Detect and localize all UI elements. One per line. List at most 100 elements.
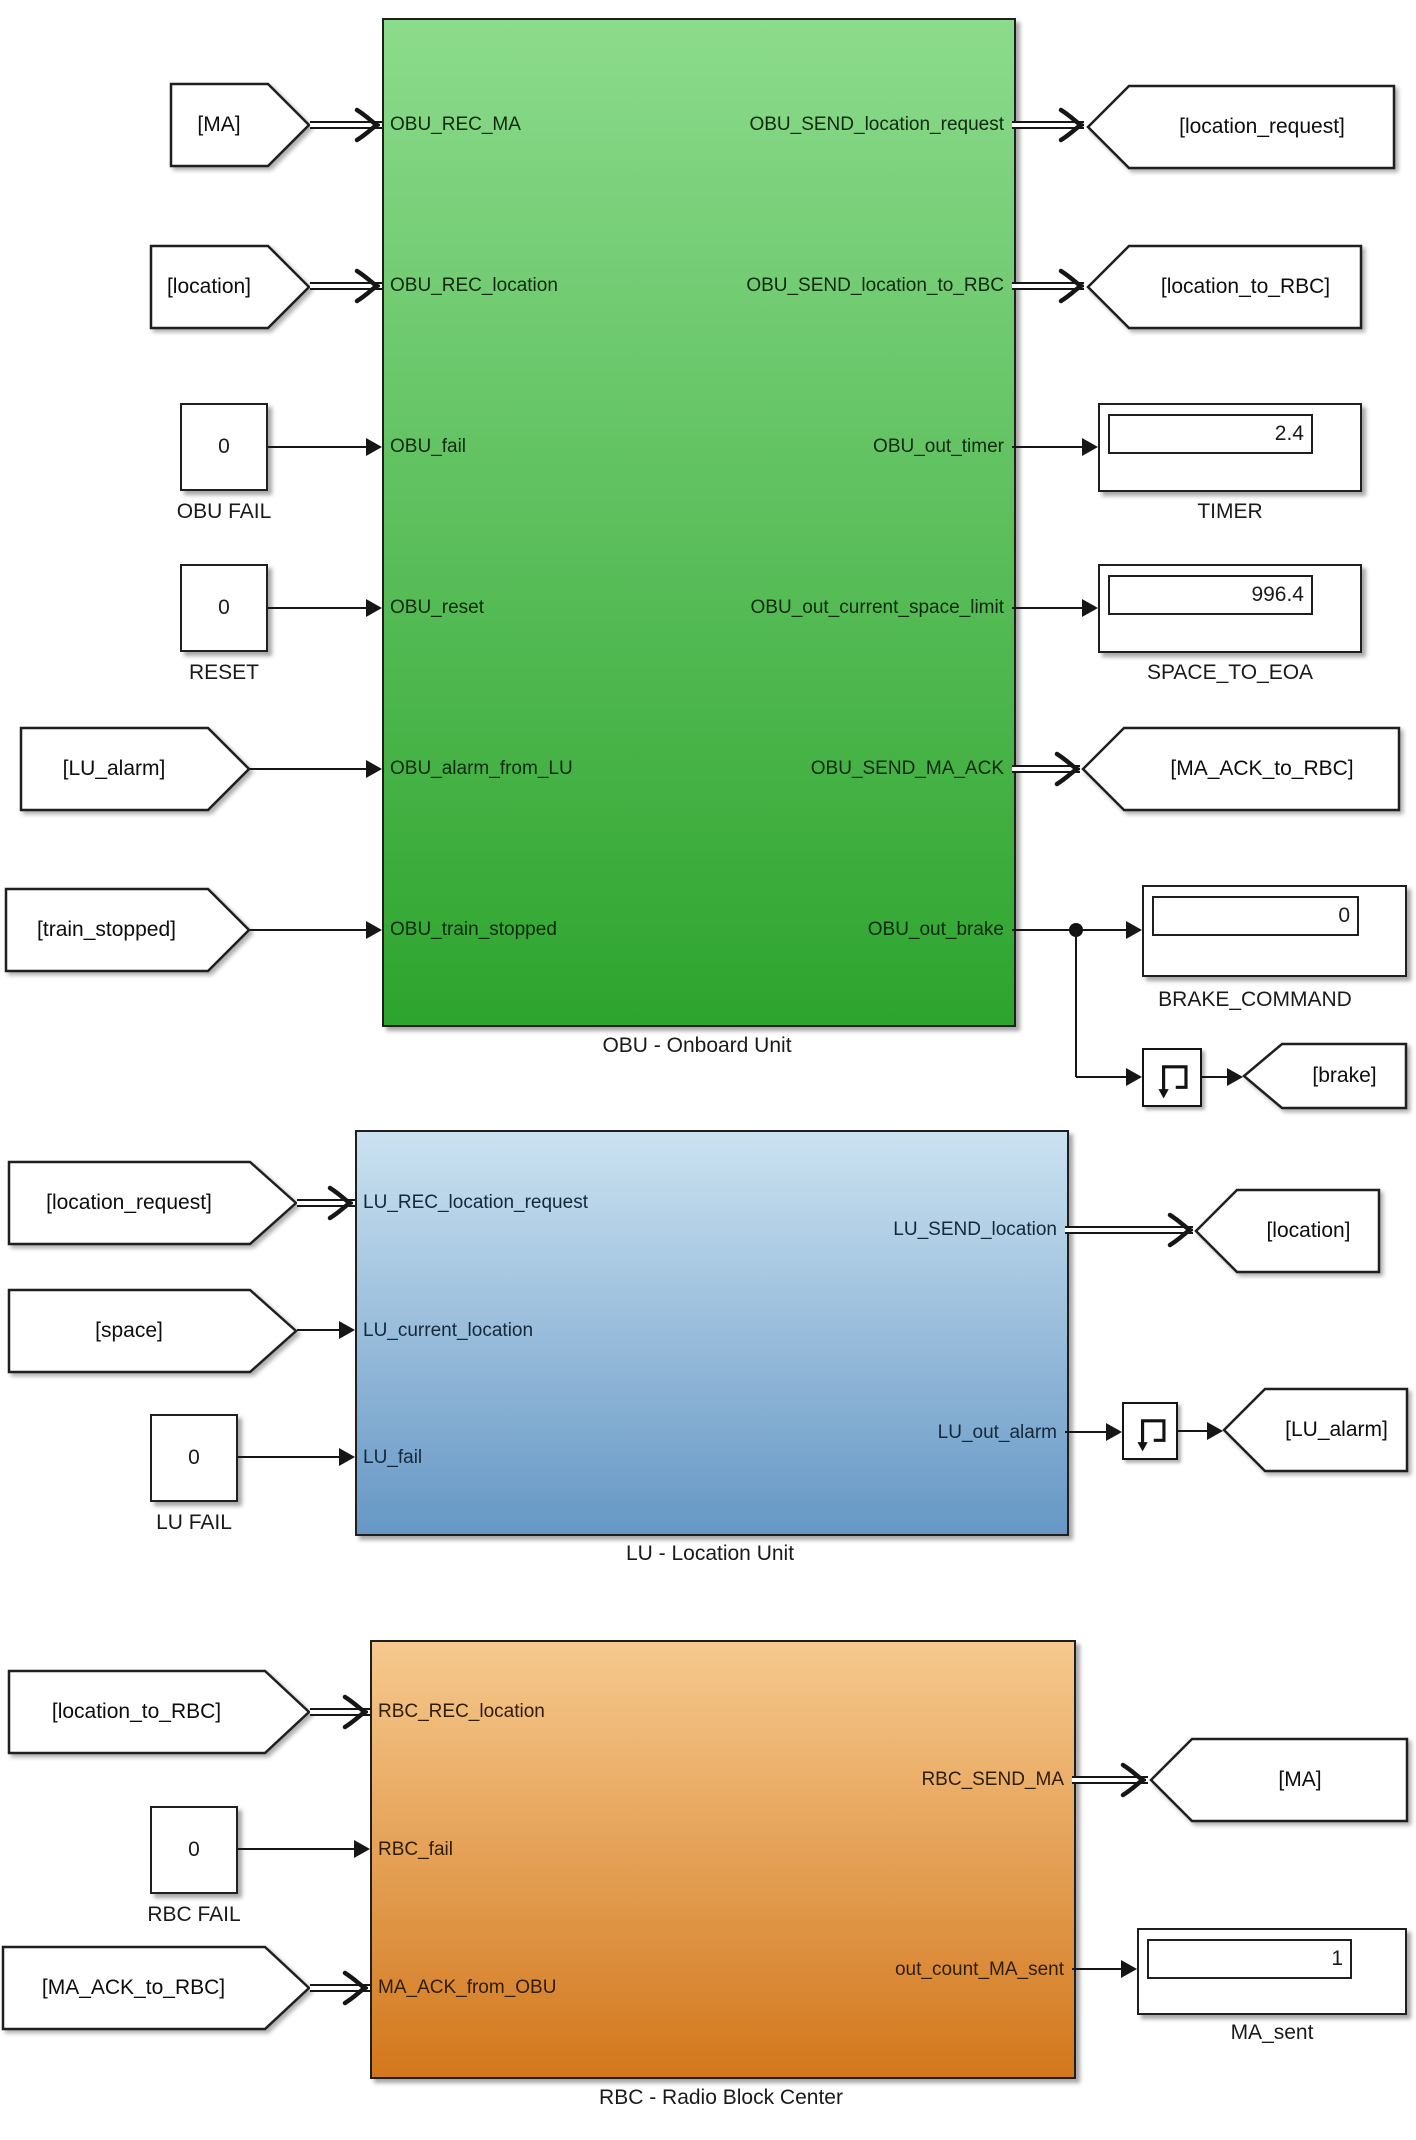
double-arrowhead-icon	[342, 1694, 371, 1730]
lu-output-port-send-location: LU_SEND_location	[893, 1219, 1057, 1240]
obu-output-port-send-location-request: OBU_SEND_location_request	[749, 114, 1004, 135]
display-space-to-eoa[interactable]: 996.4	[1098, 564, 1362, 653]
lu-input-port-current-location: LU_current_location	[363, 1320, 534, 1341]
arrowhead-icon	[1227, 1068, 1243, 1086]
double-arrowhead-icon	[342, 1970, 371, 2006]
signal-wire	[1065, 1430, 1106, 1434]
rate-transition-icon	[1158, 1065, 1188, 1099]
from-tag-lu-alarm[interactable]: [LU_alarm]	[19, 726, 251, 812]
from-tag-space[interactable]: [space]	[7, 1288, 298, 1374]
from-tag-train-stopped-label: [train_stopped]	[37, 918, 176, 941]
from-tag-ma-label: [MA]	[197, 113, 241, 136]
display-timer-caption: TIMER	[1197, 500, 1263, 523]
arrowhead-icon	[1082, 438, 1098, 456]
goto-tag-brake-label: [brake]	[1312, 1064, 1377, 1087]
signal-wire	[238, 1455, 339, 1459]
display-brake-command-value: 0	[1152, 896, 1359, 936]
signal-wire	[297, 1199, 355, 1207]
display-brake-command[interactable]: 0	[1142, 885, 1407, 977]
constant-rbc-fail-value: 0	[188, 1838, 200, 1861]
signal-wire	[1202, 1075, 1227, 1079]
signal-wire	[1012, 282, 1084, 290]
constant-obu-fail[interactable]: 0	[180, 403, 268, 491]
goto-tag-lu-alarm[interactable]: [LU_alarm]	[1222, 1387, 1409, 1473]
from-tag-location-to-rbc[interactable]: [location_to_RBC]	[7, 1669, 311, 1755]
arrowhead-icon	[1207, 1422, 1223, 1440]
goto-tag-location-request-label: [location_request]	[1179, 115, 1345, 138]
signal-wire	[310, 1984, 370, 1992]
display-ma-sent[interactable]: 1	[1137, 1928, 1407, 2015]
rate-transition-block[interactable]	[1142, 1048, 1202, 1107]
from-tag-train-stopped[interactable]: [train_stopped]	[4, 887, 251, 973]
signal-wire	[1065, 1226, 1193, 1234]
rate-transition-icon	[1137, 1419, 1166, 1452]
goto-tag-location-request[interactable]: [location_request]	[1086, 84, 1396, 170]
constant-lu-fail[interactable]: 0	[150, 1414, 238, 1502]
obu-input-port-alarm-from-lu: OBU_alarm_from_LU	[390, 758, 573, 779]
constant-rbc-fail[interactable]: 0	[150, 1806, 238, 1894]
arrowhead-icon	[366, 921, 382, 939]
signal-wire	[250, 767, 366, 771]
display-timer-value: 2.4	[1108, 414, 1313, 454]
signal-wire	[1074, 930, 1078, 1077]
obu-output-port-send-location-to-rbc: OBU_SEND_location_to_RBC	[746, 275, 1004, 296]
lu-subsystem-block[interactable]	[355, 1130, 1069, 1536]
obu-output-port-send-ma-ack: OBU_SEND_MA_ACK	[810, 758, 1004, 779]
signal-wire	[238, 1847, 354, 1851]
obu-input-port-fail: OBU_fail	[390, 436, 467, 457]
signal-wire	[268, 606, 366, 610]
goto-tag-location-to-rbc[interactable]: [location_to_RBC]	[1086, 244, 1363, 330]
from-tag-ma[interactable]: [MA]	[169, 82, 311, 168]
signal-wire	[310, 282, 382, 290]
constant-lu-fail-value: 0	[188, 1446, 200, 1469]
arrowhead-icon	[366, 760, 382, 778]
arrowhead-icon	[354, 1840, 370, 1858]
rbc-subsystem-block[interactable]	[370, 1640, 1076, 2079]
from-tag-location-request-label: [location_request]	[46, 1191, 212, 1214]
constant-obu-fail-caption: OBU FAIL	[176, 500, 272, 523]
obu-subsystem-block[interactable]	[382, 18, 1016, 1027]
signal-wire	[268, 445, 366, 449]
lu-output-port-out-alarm: LU_out_alarm	[937, 1422, 1057, 1443]
arrowhead-icon	[1121, 1960, 1137, 1978]
arrowhead-icon	[1082, 599, 1098, 617]
constant-reset[interactable]: 0	[180, 564, 268, 652]
constant-rbc-fail-caption: RBC FAIL	[147, 1903, 241, 1926]
from-tag-ma-ack-to-rbc[interactable]: [MA_ACK_to_RBC]	[1, 1945, 311, 2031]
signal-wire	[297, 1328, 339, 1332]
constant-obu-fail-value: 0	[218, 435, 230, 458]
rate-transition-block[interactable]	[1122, 1402, 1178, 1460]
from-tag-lu-alarm-label: [LU_alarm]	[62, 757, 166, 780]
signal-wire	[1012, 445, 1082, 449]
from-tag-location-request[interactable]: [location_request]	[7, 1160, 298, 1246]
rbc-output-port-send-ma: RBC_SEND_MA	[921, 1769, 1064, 1790]
constant-reset-value: 0	[218, 596, 230, 619]
goto-tag-ma[interactable]: [MA]	[1149, 1737, 1409, 1823]
display-space-to-eoa-value: 996.4	[1108, 575, 1313, 615]
display-brake-command-caption: BRAKE_COMMAND	[1158, 988, 1352, 1011]
lu-block-caption: LU - Location Unit	[625, 1542, 795, 1565]
constant-reset-caption: RESET	[188, 661, 259, 684]
double-arrowhead-icon	[354, 268, 383, 304]
from-tag-location[interactable]: [location]	[149, 244, 311, 330]
goto-tag-location[interactable]: [location]	[1194, 1188, 1381, 1274]
double-arrowhead-icon	[327, 1185, 356, 1221]
goto-tag-ma-ack-to-rbc[interactable]: [MA_ACK_to_RBC]	[1081, 726, 1401, 812]
signal-wire	[1012, 121, 1084, 129]
display-ma-sent-value: 1	[1147, 1939, 1352, 1979]
goto-tag-ma-ack-to-rbc-label: [MA_ACK_to_RBC]	[1170, 757, 1354, 780]
arrowhead-icon	[339, 1448, 355, 1466]
signal-wire	[1012, 765, 1080, 773]
arrowhead-icon	[1126, 1068, 1142, 1086]
lu-input-port-rec-location-request: LU_REC_location_request	[363, 1192, 588, 1213]
obu-input-port-rec-ma: OBU_REC_MA	[390, 114, 521, 135]
from-tag-location-label: [location]	[166, 275, 252, 298]
lu-input-port-fail: LU_fail	[363, 1447, 423, 1468]
arrowhead-icon	[366, 438, 382, 456]
goto-tag-lu-alarm-label: [LU_alarm]	[1285, 1418, 1388, 1441]
display-timer[interactable]: 2.4	[1098, 403, 1362, 492]
obu-input-port-train-stopped: OBU_train_stopped	[390, 919, 557, 940]
display-space-to-eoa-caption: SPACE_TO_EOA	[1146, 661, 1314, 684]
goto-tag-brake[interactable]: [brake]	[1242, 1042, 1408, 1110]
